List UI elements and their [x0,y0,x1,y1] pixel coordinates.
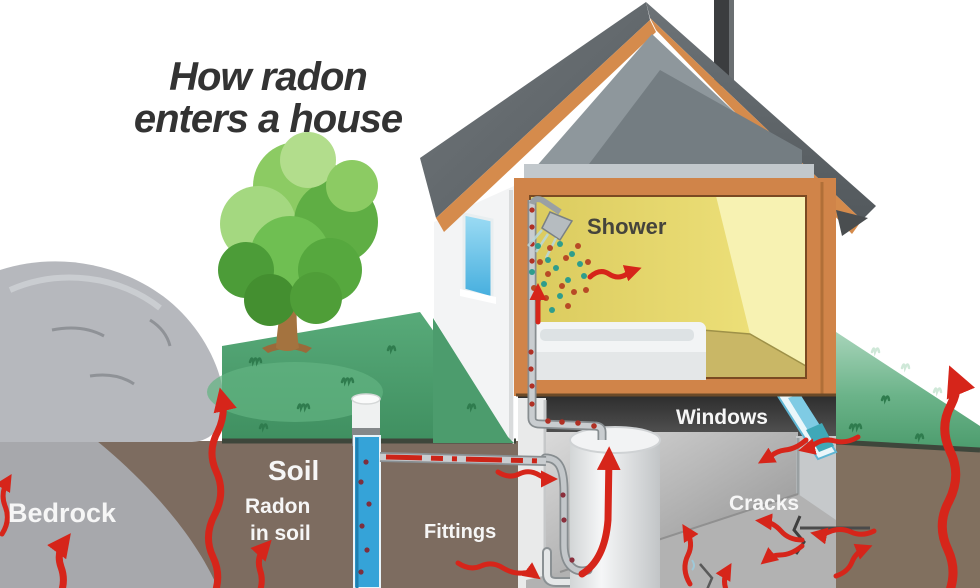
label-bedrock: Bedrock [8,498,117,528]
label-soil: Soil [268,455,319,486]
page-title-line1: How radon [169,55,367,99]
label-radon-in-soil-line1: Radon [245,495,310,518]
radon-particles-pipe [560,492,575,563]
radon-arrow-crack-down [760,543,805,565]
foundation-wall [518,398,546,588]
radon-arrow-crack-horiz [810,527,877,545]
radon-arrows [0,265,976,588]
grass-tufts [248,345,925,443]
shower-head [527,196,574,259]
label-radon-in-soil-line2: in soil [250,522,311,545]
radon-arrow-left-edge [0,474,12,537]
shower-spray [529,241,591,313]
radon-arrow-radon-in-soil [250,539,272,588]
tree [218,132,378,353]
radon-arrow-well-pipe [495,469,558,488]
bathroom-yellow-wall [530,196,750,334]
radon-arrow-fittings [455,560,541,580]
grass-slope-front [433,318,514,443]
bathroom [514,178,836,397]
water-heater [540,426,661,588]
label-fittings: Fittings [424,521,496,543]
chimney [714,0,734,86]
radon-arrow-floor-b [715,562,732,588]
boulder [0,261,225,442]
radon-arrow-shower [587,265,642,282]
radon-arrow-bedrock [47,533,71,588]
radon-arrow-soil-big [205,387,237,588]
well [351,393,547,588]
radon-in-water-dashes [385,454,541,464]
radon-arrow-floor-a [682,524,699,587]
label-windows: Windows [676,406,768,429]
radon-arrow-right-big [937,365,976,588]
radon-arrow-crack-up [755,513,805,543]
labels: How radon enters a house Shower Windows … [8,55,799,545]
bathtub [528,322,706,380]
radon-arrow-window-b [757,437,809,464]
house-roof [420,2,876,236]
radon-arrow-window-a [798,434,861,455]
house-left-wall [434,186,514,444]
supply-pipe [527,200,607,440]
label-shower: Shower [587,214,667,239]
label-cracks: Cracks [729,492,799,515]
radon-arrow-heater [578,446,621,578]
grass-tufts-light [870,347,943,397]
side-window-icon [462,212,494,300]
page-title-line2: enters a house [134,97,403,141]
radon-arrow-soil-right [833,543,873,579]
